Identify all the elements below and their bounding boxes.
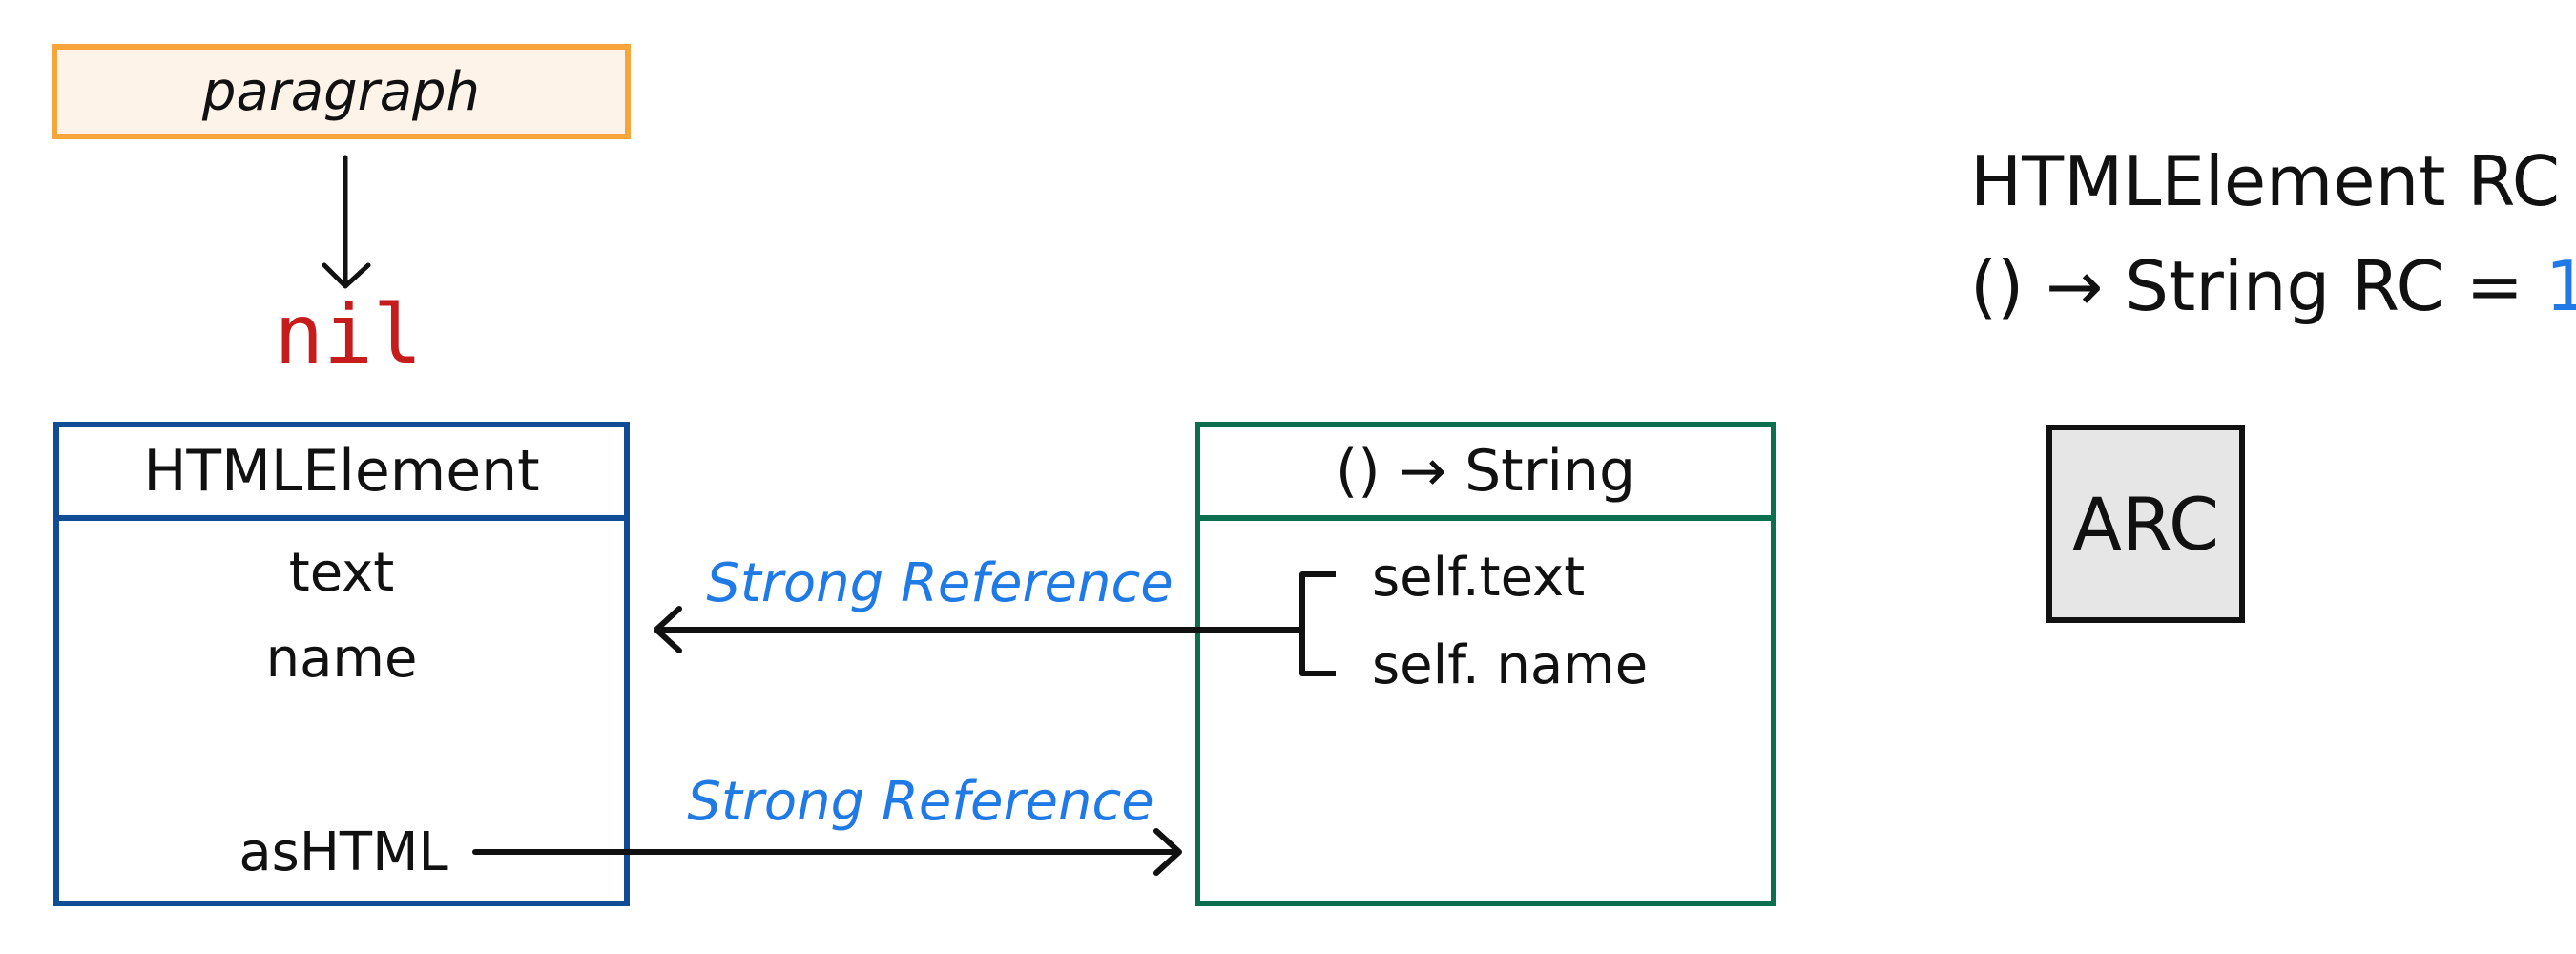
rc-closure-value: 1 bbox=[2545, 246, 2576, 326]
html-element-divider bbox=[53, 515, 630, 521]
rc-closure-label: () → String RC = bbox=[1970, 246, 2524, 326]
nil-label: nil bbox=[274, 287, 423, 383]
closure-box bbox=[1195, 422, 1776, 906]
strong-reference-label-closure-to-element: Strong Reference bbox=[706, 551, 1174, 614]
strong-reference-label-element-to-closure: Strong Reference bbox=[687, 770, 1154, 833]
rc-html-element: HTMLElement RC = 1 bbox=[1970, 134, 2576, 229]
html-element-box bbox=[53, 422, 630, 906]
paragraph-to-nil-arrow bbox=[322, 155, 371, 289]
closure-capture-self-text: self.text bbox=[1372, 546, 1586, 609]
html-element-title: HTMLElement bbox=[143, 438, 540, 505]
closure-title: () → String bbox=[1335, 438, 1636, 505]
element-to-closure-strong-arrow bbox=[472, 828, 1182, 876]
html-element-property-text: text bbox=[288, 541, 395, 604]
arc-badge-label: ARC bbox=[2071, 481, 2220, 567]
rc-closure: () → String RC = 1 bbox=[1970, 238, 2576, 334]
html-element-property-name: name bbox=[265, 627, 418, 690]
arc-badge-box bbox=[2046, 425, 2245, 623]
rc-html-element-label: HTMLElement RC = bbox=[1970, 141, 2576, 221]
closure-divider bbox=[1195, 515, 1776, 521]
paragraph-variable-box bbox=[52, 44, 631, 139]
closure-capture-self-name: self. name bbox=[1372, 633, 1649, 696]
closure-to-element-strong-arrow bbox=[654, 571, 1336, 676]
paragraph-variable-label: paragraph bbox=[201, 60, 481, 123]
html-element-property-ashtml: asHTML bbox=[239, 820, 448, 883]
